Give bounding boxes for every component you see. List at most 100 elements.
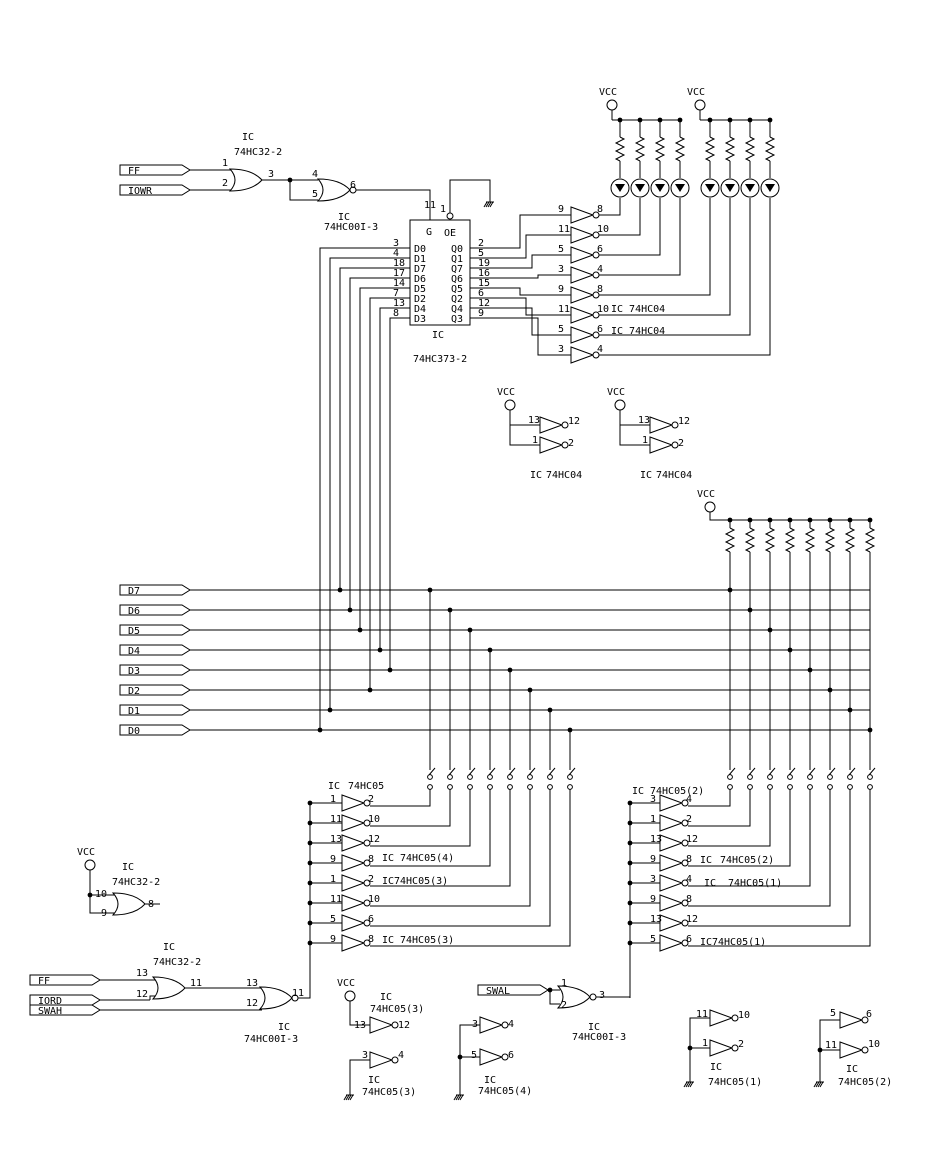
pin: 6 [368, 914, 374, 925]
ground-hatch [689, 1081, 694, 1088]
switch-contact [787, 774, 793, 780]
wire [470, 274, 571, 279]
pin: 10 [868, 1039, 880, 1050]
pin: 8 [597, 284, 603, 295]
switch-lever [748, 767, 756, 776]
switch-lever [728, 767, 736, 776]
part-label: 74HC04 [656, 470, 692, 481]
port-label: D1 [128, 706, 140, 717]
wire [599, 198, 751, 336]
symbols [29, 99, 876, 1069]
latch-pin-name: Q7 [451, 264, 463, 275]
pin: 4 [597, 344, 603, 355]
switch-contact [547, 784, 553, 790]
pin: 3 [362, 1050, 368, 1061]
inverter-bubble [681, 839, 689, 847]
pin: 5 [558, 244, 564, 255]
ground-hatch [815, 1081, 820, 1088]
pin: 13 [393, 298, 405, 309]
port-label: D3 [128, 666, 140, 677]
part-label: 74HC04 [546, 470, 582, 481]
pin: 4 [597, 264, 603, 275]
switch-contact [427, 784, 433, 790]
ground-hatch [453, 1094, 458, 1101]
inverter-bubble [681, 859, 689, 867]
ground-hatch [457, 1094, 462, 1101]
resistor [764, 136, 776, 162]
switch-buffer [341, 814, 366, 832]
ground-hatch [487, 201, 492, 208]
switch-buffer [659, 814, 684, 832]
pin: 8 [393, 308, 399, 319]
or-gate-top [228, 168, 263, 192]
led-driver-inverter [570, 206, 595, 224]
part-label: 74HC05(1) [712, 937, 766, 948]
resistor [654, 136, 666, 162]
wire [470, 297, 571, 316]
wire [370, 788, 551, 927]
inverter-bubble [363, 859, 371, 867]
ic-label: IC [484, 1075, 496, 1086]
pin: 2 [368, 874, 374, 885]
bus-port [119, 684, 191, 696]
ic-label: IC [846, 1064, 858, 1075]
bus-port [119, 704, 191, 716]
pin: 6 [866, 1009, 872, 1020]
switch-contact [847, 774, 853, 780]
pin: 11 [558, 304, 570, 315]
latch-pin-name: D3 [414, 314, 426, 325]
pin: 13 [650, 834, 662, 845]
pin: 3 [558, 264, 564, 275]
switch-lever [788, 767, 796, 776]
pin: 4 [393, 248, 399, 259]
inverter-bubble [592, 331, 600, 339]
ic-label: IC [338, 212, 350, 223]
latch-pin-name: OE [444, 228, 456, 239]
vcc-label: VCC [607, 387, 625, 398]
vcc-symbol [84, 859, 96, 871]
part-label: 74HC00I-3 [572, 1032, 626, 1043]
wire [688, 788, 771, 847]
switch-contact [567, 784, 573, 790]
pin: 11 [825, 1040, 837, 1051]
switch-contact [527, 784, 533, 790]
wire [689, 1017, 710, 1082]
junction-dot [627, 880, 633, 886]
switch-contact [547, 774, 553, 780]
junction-dot [627, 800, 633, 806]
part-label: 74HC05(4) [478, 1086, 532, 1097]
ic-label: IC [632, 786, 644, 797]
port-swal [477, 984, 549, 996]
spare-inverter [539, 436, 564, 454]
inverter-bubble [363, 819, 371, 827]
ground-hatch [483, 201, 488, 208]
pin: 9 [330, 934, 336, 945]
pin: 11 [330, 894, 342, 905]
pin: 5 [478, 248, 484, 259]
port-label: SWAL [486, 986, 510, 997]
pin: 1 [650, 814, 656, 825]
pin: 8 [368, 934, 374, 945]
pin: 1 [330, 874, 336, 885]
bus-port [119, 584, 191, 596]
wire [370, 788, 531, 907]
junction-dot [687, 1045, 693, 1051]
spare-inverter [369, 1051, 394, 1069]
switch-contact [507, 784, 513, 790]
switch-contact [507, 774, 513, 780]
part-label: 74HC05(2) [720, 855, 774, 866]
pin: 9 [330, 854, 336, 865]
switch-contact [747, 784, 753, 790]
part-label: 74HC00I-3 [324, 222, 378, 233]
inverter-bubble [291, 994, 299, 1002]
inverter-bubble [681, 919, 689, 927]
pin: 10 [597, 224, 609, 235]
junction-dot [627, 940, 633, 946]
switch-contact [487, 784, 493, 790]
pin: 9 [558, 204, 564, 215]
bus-port [119, 644, 191, 656]
switch-contact [767, 774, 773, 780]
inverter-bubble [561, 421, 569, 429]
junction-dot [307, 920, 313, 926]
wire [688, 788, 751, 827]
